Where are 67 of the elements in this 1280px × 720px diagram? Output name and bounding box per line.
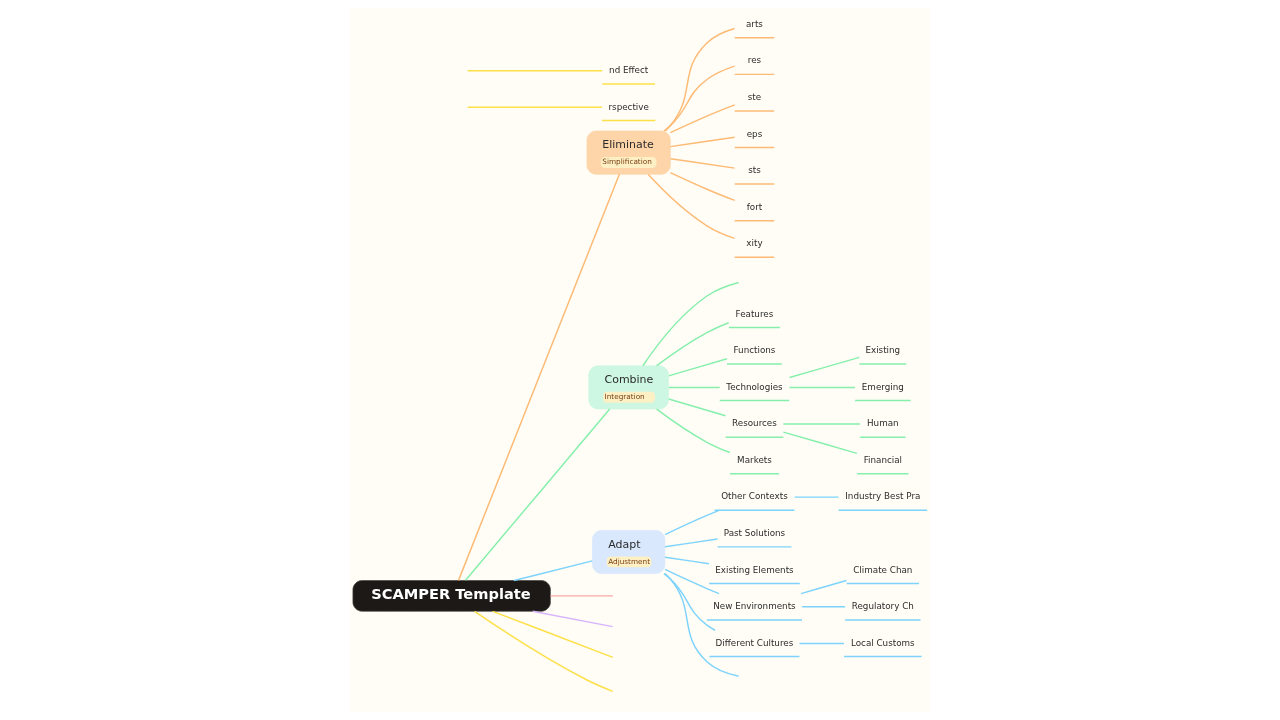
connector: [801, 606, 846, 608]
connector: [664, 538, 719, 548]
connector: [466, 70, 603, 72]
connector: [473, 610, 614, 693]
node-text: Features: [735, 308, 774, 319]
connector: [782, 423, 861, 425]
connector: [669, 171, 736, 202]
connector: [466, 106, 603, 109]
connector: [664, 568, 720, 595]
node-text: rspective: [608, 101, 649, 112]
node-box: Combine Integration: [588, 365, 669, 410]
node-text: Resources: [732, 418, 777, 429]
node-text: res: [747, 55, 762, 66]
node-text: ste: [747, 92, 762, 103]
node-text: Markets: [737, 454, 772, 465]
connector: [664, 509, 720, 536]
node-text: Past Solutions: [723, 527, 786, 538]
connector: [664, 572, 740, 677]
connector: [464, 408, 611, 581]
connector: [664, 27, 736, 132]
connector: [669, 104, 736, 134]
connector: [513, 560, 593, 582]
connector: [669, 136, 736, 148]
node-text: eps: [746, 128, 763, 139]
connector: [663, 572, 716, 631]
node-text: arts: [745, 18, 763, 29]
connector: [793, 496, 840, 498]
node-text: Existing Elements: [715, 564, 794, 575]
node-text: Industry Best Pra: [845, 491, 921, 502]
connector: [788, 386, 856, 389]
connector: [549, 595, 614, 597]
node-text: xity: [746, 238, 763, 249]
connector: [663, 65, 736, 132]
node-text: Other Contexts: [721, 491, 788, 502]
node-text: Local Customs: [851, 637, 915, 648]
connector: [669, 157, 736, 169]
connector: [782, 431, 858, 455]
connector: [664, 556, 710, 565]
node-text: Functions: [733, 345, 776, 356]
node-text: Different Cultures: [715, 637, 794, 648]
node-text: fort: [746, 201, 763, 212]
node-text: Emerging: [861, 381, 904, 392]
connector: [655, 408, 731, 454]
connector: [798, 642, 845, 645]
connector: [491, 610, 614, 659]
node-text: Human: [867, 418, 899, 429]
node-box: Eliminate Simplification: [586, 130, 671, 175]
node-text: New Environments: [713, 601, 796, 612]
connector: [655, 322, 730, 367]
node-text: sts: [748, 165, 761, 176]
node-text: Technologies: [726, 381, 783, 392]
connector: [642, 281, 740, 367]
node-box: SCAMPER Template: [352, 580, 551, 612]
connector: [800, 579, 848, 595]
connector: [788, 356, 861, 379]
connector: [668, 357, 728, 377]
node-text: Climate Chan: [853, 564, 913, 575]
node-box: Adapt Adjustment: [592, 530, 666, 574]
connector: [532, 610, 614, 628]
node-text: Existing: [865, 345, 901, 356]
connector: [647, 173, 736, 240]
connector: [668, 386, 721, 389]
node-text: Financial: [863, 454, 903, 465]
node-text: Regulatory Ch: [851, 601, 914, 612]
connector: [668, 398, 727, 417]
node-text: nd Effect: [609, 65, 649, 75]
connector: [457, 173, 621, 582]
